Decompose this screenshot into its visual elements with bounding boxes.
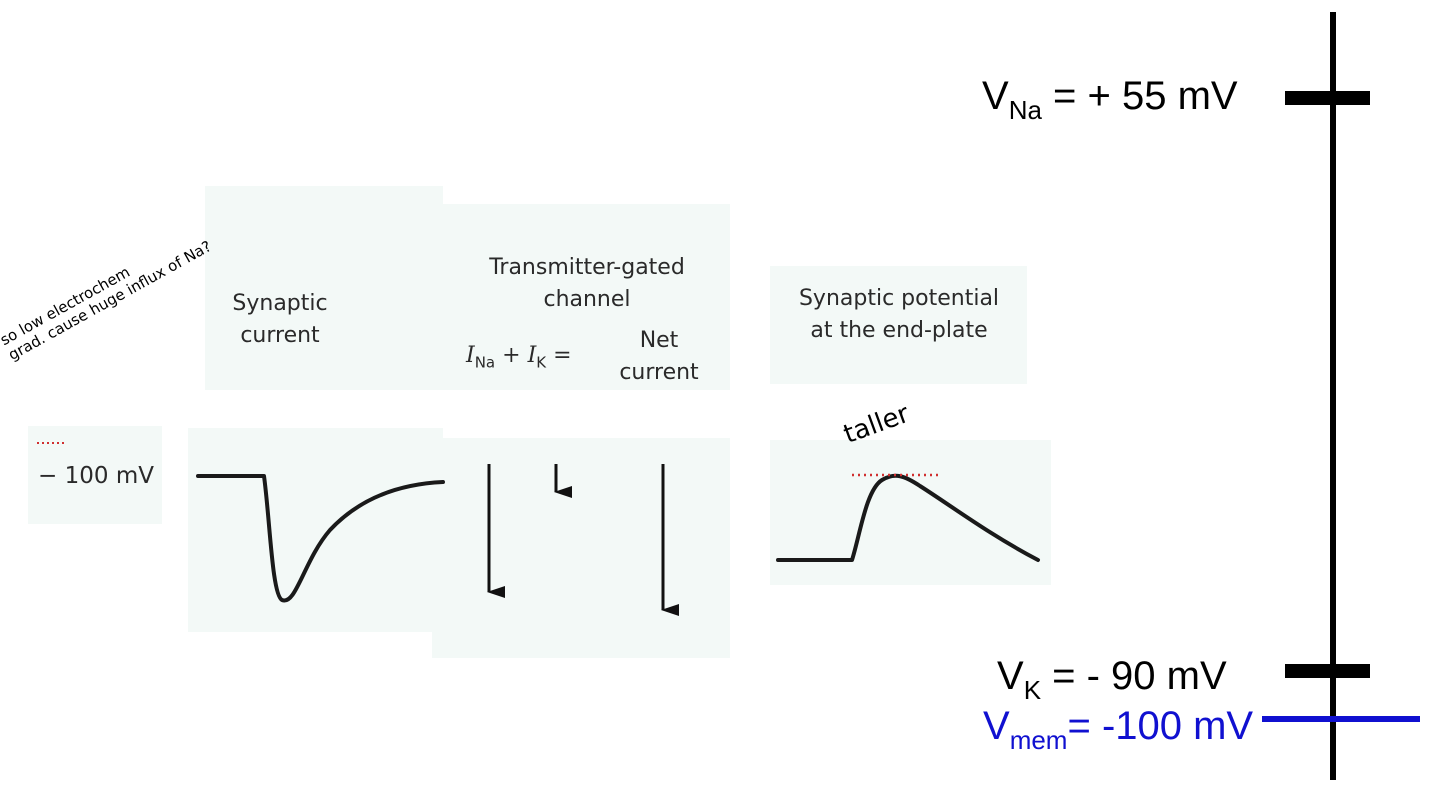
synaptic-potential-header-panel — [770, 266, 1027, 384]
synaptic-current-title: Synaptic current — [232, 291, 328, 348]
vmem-label: Vmem= -100 mV — [983, 704, 1254, 755]
channel-title: Transmitter-gated channel — [489, 255, 685, 312]
synaptic-current-trace-panel — [188, 428, 443, 632]
vna-label: VNa = + 55 mV — [982, 74, 1238, 125]
holding-potential-panel — [28, 426, 162, 524]
net-current-label: Net current — [619, 328, 699, 385]
vk-label: VK = - 90 mV — [997, 654, 1227, 705]
synaptic-current-header-panel — [205, 186, 443, 390]
synaptic-current-trace — [196, 474, 445, 603]
synaptic-potential-title: Synaptic potential at the end-plate — [798, 286, 1000, 343]
current-equation: INa + IK = — [466, 343, 572, 372]
channel-arrows-panel — [432, 438, 730, 658]
channel-panel — [443, 204, 730, 390]
holding-potential-label: − 100 mV — [38, 463, 154, 489]
synaptic-potential-trace — [776, 473, 1040, 562]
